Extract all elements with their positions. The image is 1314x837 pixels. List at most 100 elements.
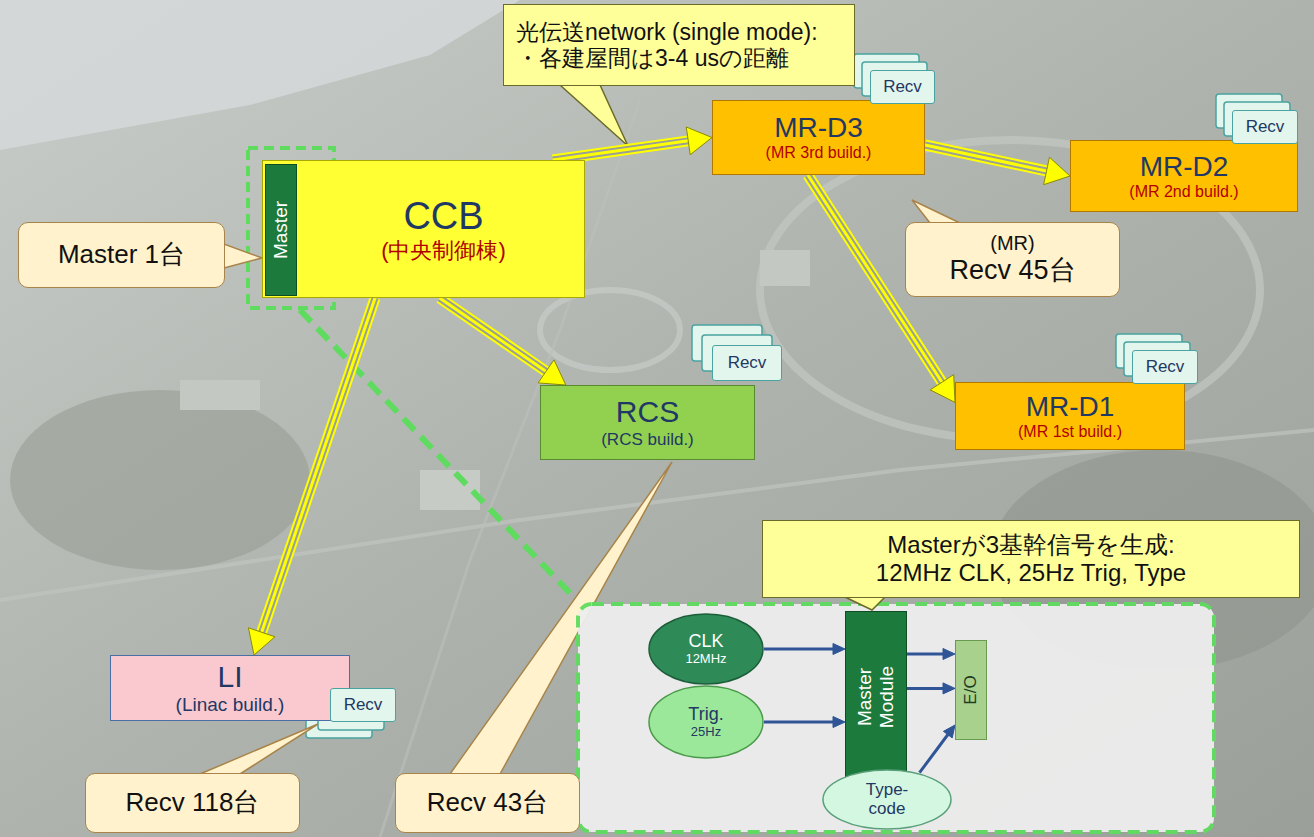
ellipse-shape (649, 686, 763, 758)
signal-arrow (764, 644, 845, 655)
node-title: Master (270, 201, 292, 259)
node-title: Master 1台 (58, 240, 185, 270)
arrow-head (943, 683, 955, 694)
ellipse-shape (823, 770, 951, 829)
node-title: RCS (616, 395, 679, 430)
callout-pointer (912, 200, 960, 223)
building-box: MR-D2(MR 2nd build.) (1070, 140, 1298, 212)
connector-line (925, 145, 1054, 172)
arrow-head (833, 717, 845, 728)
connector-line (259, 298, 375, 639)
node-title: Type-code (856, 780, 918, 819)
signal-arrow (907, 649, 955, 660)
node-title: Masterが3基幹信号を生成: (887, 531, 1174, 559)
connector-line (925, 145, 1054, 172)
node-title: 光伝送network (single mode): (516, 19, 818, 45)
connector-line (259, 298, 375, 639)
master-module: Master (265, 164, 297, 296)
building-roof (760, 250, 810, 286)
note-callout: 光伝送network (single mode):・各建屋間は3-4 usの距離 (503, 4, 855, 86)
connector-line (440, 298, 552, 375)
building-box: MR-D1(MR 1st build.) (955, 382, 1185, 450)
inset-panel (578, 604, 1214, 832)
arrow-head (943, 725, 955, 738)
arrow-head (248, 628, 275, 655)
connector-line (440, 298, 552, 375)
building-roof (180, 380, 260, 410)
callout-pointer (224, 244, 262, 268)
node-title: Recv 118台 (126, 788, 260, 818)
node-title: CCB (403, 195, 483, 239)
building-box: MR-D3(MR 3rd build.) (712, 100, 925, 175)
node-title: Recv (344, 695, 383, 715)
connector-line (764, 721, 837, 724)
node-title: MR-D2 (1140, 151, 1229, 183)
ellipse-shape (649, 614, 763, 684)
node-subtitle: ・各建屋間は3-4 usの距離 (516, 45, 789, 71)
node-subtitle: (MR 3rd build.) (766, 144, 872, 162)
node-title: LI (217, 660, 242, 695)
connector-line (553, 140, 696, 160)
count-callout: Master 1台 (18, 222, 225, 288)
connector-line (925, 145, 1054, 172)
node-subtitle: (MR 1st build.) (1018, 423, 1122, 441)
building-box: LI(Linac build.) (110, 655, 350, 721)
count-callout: Recv 43台 (395, 773, 580, 833)
forest-area (10, 390, 310, 570)
node-title: E/O (961, 675, 981, 704)
receiver-box: Recv (1232, 110, 1298, 144)
callout-pointer (200, 724, 318, 774)
count-callout: Recv 118台 (85, 773, 300, 833)
callout-pointer (845, 597, 885, 610)
arrow-head (833, 644, 845, 655)
connector-line (553, 140, 696, 160)
node-subtitle: (MR 2nd build.) (1129, 183, 1238, 201)
node-subtitle: 12MHz CLK, 25Hz Trig, Type (876, 559, 1186, 587)
arrow-head (1044, 157, 1070, 184)
connector-line (764, 648, 837, 651)
arrow-head (538, 360, 566, 385)
node-title: Recv (883, 77, 922, 97)
arrow-head (943, 649, 955, 660)
signal-ellipse: Type-code (822, 769, 952, 830)
node-title: (MR) (990, 232, 1034, 255)
node-title: MR-D3 (774, 112, 863, 144)
receiver-box: Recv (330, 688, 396, 722)
node-title: Master Module (854, 652, 898, 742)
signal-arrow (764, 717, 845, 728)
node-subtitle: (中央制御棟) (381, 238, 506, 263)
arrow-head (930, 375, 955, 403)
signal-arrow (920, 725, 956, 773)
sea-area (0, 0, 520, 150)
connector-line (907, 653, 947, 656)
node-subtitle: (Linac build.) (176, 694, 285, 716)
arrow-head (686, 127, 712, 155)
receiver-box: Recv (870, 70, 935, 104)
node-title: CLK (688, 631, 723, 652)
node-title: Recv 43台 (427, 788, 548, 818)
node-title: MR-D1 (1026, 391, 1115, 423)
node-title: Trig. (688, 704, 723, 725)
fiber-link (248, 298, 375, 655)
node-subtitle: Recv 45台 (949, 255, 1075, 286)
signal-arrow (907, 683, 955, 694)
connector-line (553, 140, 696, 160)
count-callout: (MR)Recv 45台 (905, 222, 1120, 297)
zoom-link (300, 310, 588, 612)
receiver-box: Recv (712, 345, 782, 381)
connector-line (907, 687, 947, 690)
fiber-link (440, 298, 566, 385)
node-subtitle: 12MHz (685, 652, 726, 667)
building-roof (420, 470, 480, 510)
fiber-link (925, 145, 1070, 185)
callout-pointer (560, 85, 628, 146)
connector-line (920, 732, 950, 773)
node-subtitle: 25Hz (691, 725, 721, 740)
master-module: Master Module (845, 611, 907, 783)
fiber-link (553, 127, 712, 160)
note-callout: Masterが3基幹信号を生成:12MHz CLK, 25Hz Trig, Ty… (762, 520, 1300, 598)
node-title: Recv (1246, 117, 1285, 137)
signal-ellipse: CLK12MHz (648, 613, 764, 685)
